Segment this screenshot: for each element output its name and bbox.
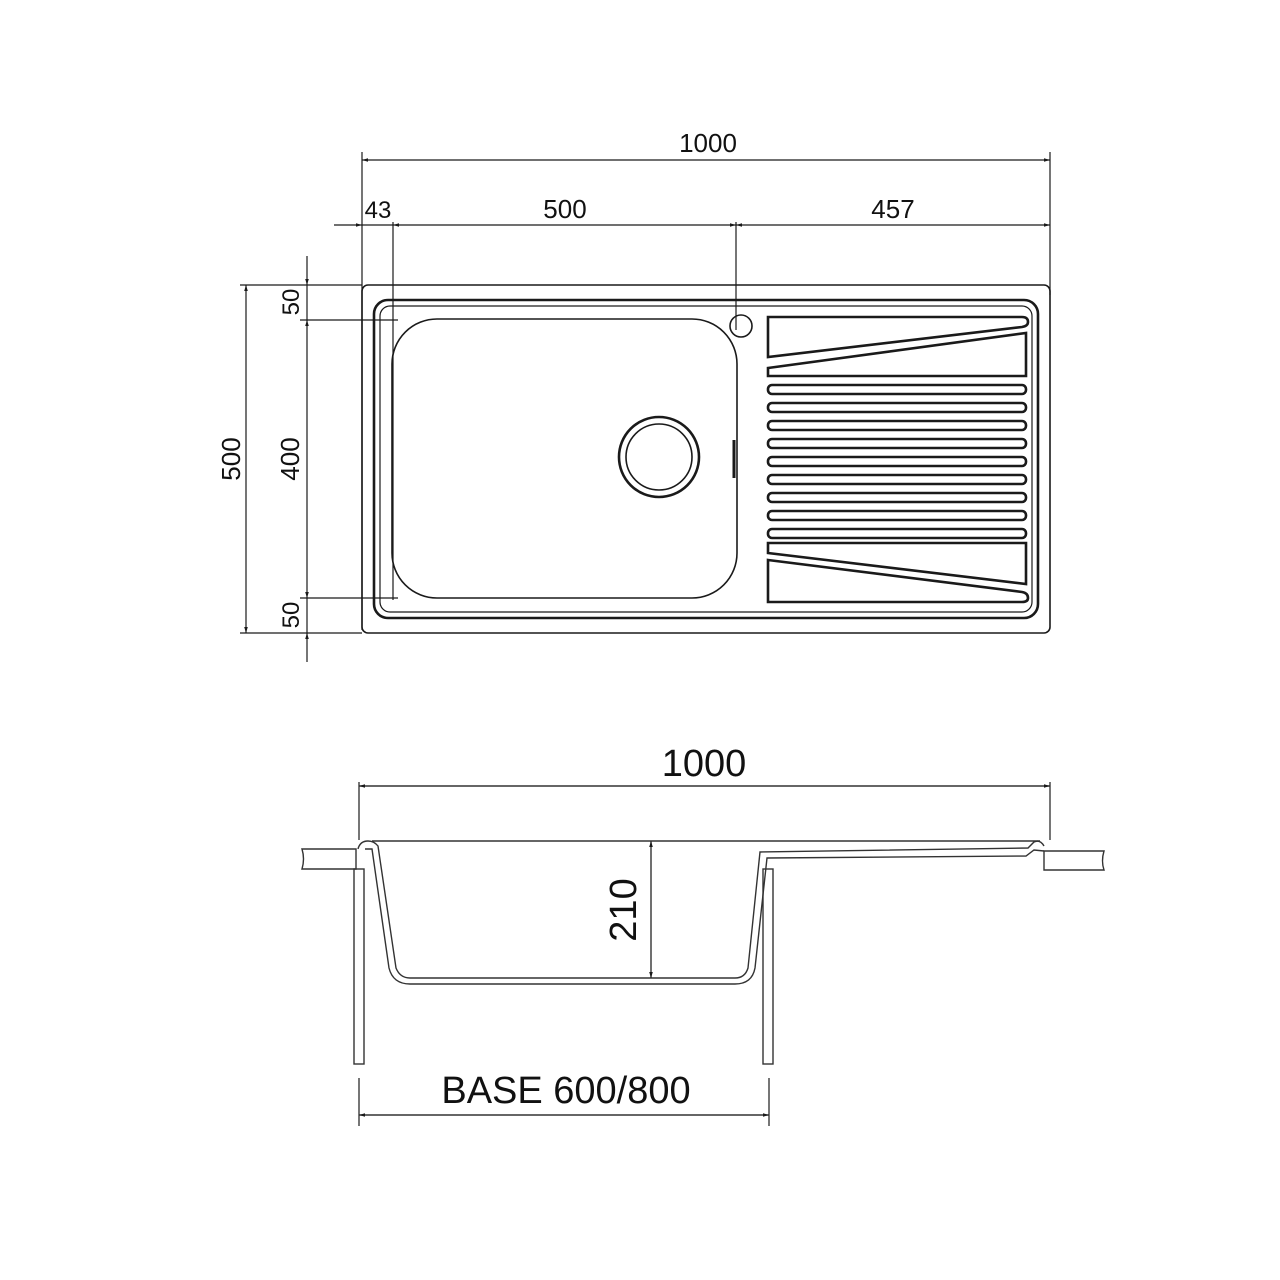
dim-label-50-top: 50: [278, 289, 305, 316]
dimension-base-width: BASE 600/800: [359, 1070, 769, 1117]
dim-label-210: 210: [603, 878, 645, 941]
section-view: 1000 210 BASE 600/800: [301, 743, 1105, 1126]
sink-deck: [372, 298, 1040, 620]
dimension-chain-horizontal: 43 500 457: [334, 194, 1050, 227]
drain-inner-ring: [625, 423, 693, 491]
plan-view: 1000 43 500 457 500 50 400: [216, 128, 1051, 662]
sink-bowl: [391, 318, 738, 599]
dimension-overall-depth: 500: [216, 285, 248, 633]
base-label: BASE 600/800: [441, 1070, 690, 1112]
dim-label-400: 400: [275, 437, 305, 480]
dim-label-50-bottom: 50: [278, 602, 305, 629]
dimension-bowl-depth: 210: [603, 841, 653, 978]
dim-label-1000-section: 1000: [662, 743, 747, 785]
cabinet-panel-right: [762, 868, 774, 1065]
sink-section-profile: [357, 840, 1045, 979]
countertop-right: [1043, 850, 1105, 871]
dim-label-1000: 1000: [679, 128, 737, 158]
dim-label-457: 457: [871, 194, 914, 224]
countertop-left: [301, 848, 357, 870]
drainer-ribs: [766, 315, 1030, 604]
tap-hole: [729, 314, 753, 338]
dimension-section-width: 1000: [359, 743, 1050, 788]
drain-outer-ring: [617, 415, 701, 499]
dim-label-500: 500: [543, 194, 586, 224]
dim-label-500-depth: 500: [216, 437, 246, 480]
dim-label-43: 43: [365, 197, 392, 224]
sink-outer-rim: [361, 284, 1051, 634]
dimension-chain-vertical: 50 400 50: [275, 256, 309, 662]
cabinet-panel-left: [353, 868, 365, 1065]
dimension-overall-width: 1000: [362, 128, 1050, 162]
